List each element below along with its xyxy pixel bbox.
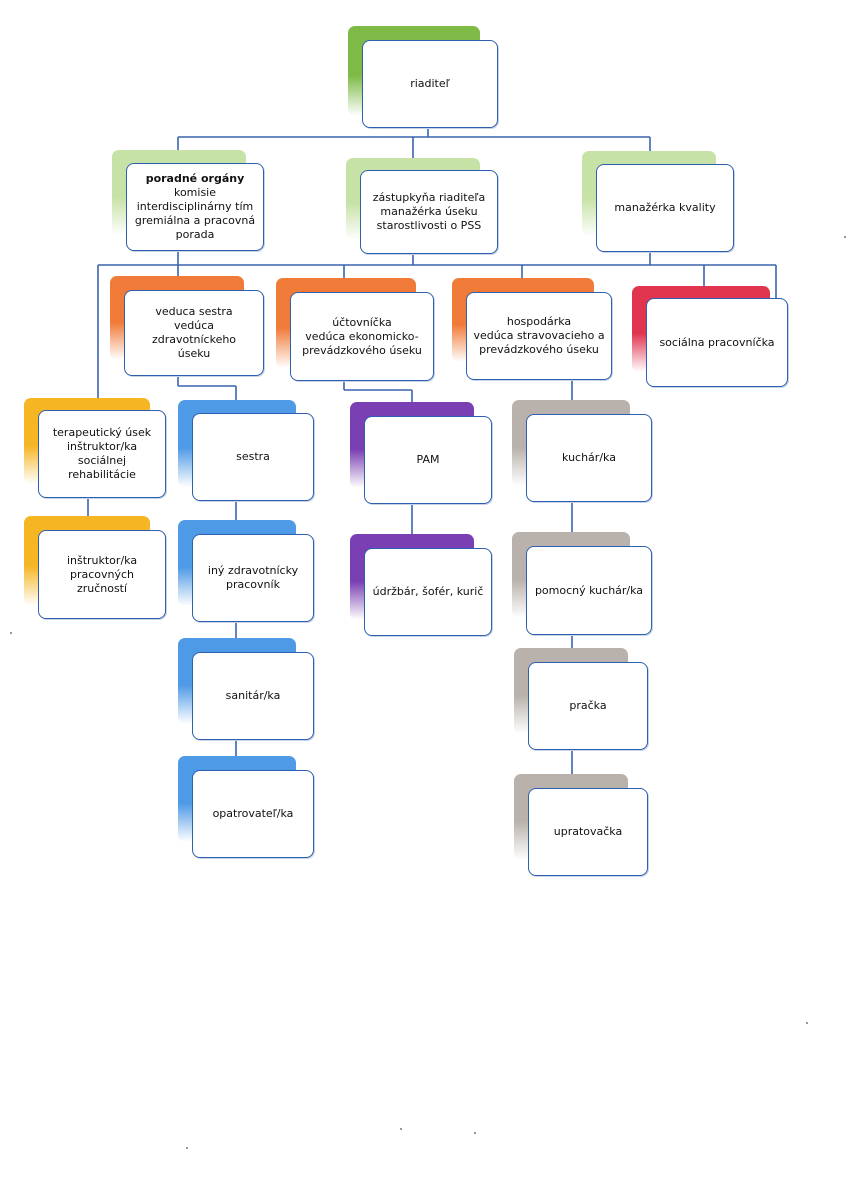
node-label: vedúca zdravotníckeho bbox=[151, 319, 237, 346]
node-label: rehabilitácie bbox=[68, 468, 136, 481]
scan-speck bbox=[10, 632, 12, 634]
node-label: inštruktor/ka bbox=[66, 553, 138, 567]
node-label: inštruktor/ka bbox=[66, 440, 138, 453]
node-label: sociálna pracovníčka bbox=[659, 335, 775, 349]
node-text: sociálna pracovníčka bbox=[653, 334, 780, 352]
node-label: pomocný kuchár/ka bbox=[534, 583, 644, 597]
node-label: terapeutický úsek bbox=[52, 426, 152, 439]
node-label: PAM bbox=[416, 453, 440, 466]
node-text: údržbár, šofér, kurič bbox=[367, 583, 490, 601]
node-label: vedúca ekonomicko- bbox=[305, 329, 419, 343]
node-box: sanitár/ka bbox=[192, 652, 314, 740]
node-label: kuchár/ka bbox=[562, 451, 616, 464]
node-box: sociálna pracovníčka bbox=[646, 298, 788, 387]
node-label: sanitár/ka bbox=[225, 689, 281, 702]
node-label: manažérka úseku bbox=[380, 205, 478, 218]
node-label: poradné orgány bbox=[145, 172, 245, 185]
node-label: upratovačka bbox=[553, 825, 623, 838]
node-label: starostlivosti o PSS bbox=[376, 219, 482, 232]
node-text: sanitár/ka bbox=[220, 687, 287, 705]
node-box: sestra bbox=[192, 413, 314, 501]
scan-speck bbox=[186, 1147, 188, 1149]
node-label: interdisciplinárny tím bbox=[136, 200, 254, 213]
node-box: kuchár/ka bbox=[526, 414, 652, 502]
node-label: zástupkyňa riaditeľa bbox=[372, 191, 486, 204]
node-label: údržbár, šofér, kurič bbox=[372, 585, 484, 598]
node-label: komisie bbox=[173, 186, 217, 199]
node-label: gremiálna a pracovná bbox=[134, 214, 256, 227]
node-label: prevádzkového úseku bbox=[479, 343, 599, 356]
node-label: pracovných zručností bbox=[69, 567, 135, 595]
node-text: pračka bbox=[563, 697, 612, 715]
node-label: riaditeľ bbox=[410, 77, 450, 90]
scan-speck bbox=[844, 236, 846, 238]
scan-speck bbox=[806, 1022, 808, 1024]
node-text: upratovačka bbox=[548, 823, 628, 841]
node-box: opatrovateľ/ka bbox=[192, 770, 314, 858]
node-text: PAM bbox=[411, 451, 446, 469]
node-box: manažérka kvality bbox=[596, 164, 734, 252]
node-label: hospodárka bbox=[506, 315, 572, 328]
node-label: účtovníčka bbox=[332, 315, 392, 329]
node-label: sestra bbox=[236, 450, 270, 463]
node-text: kuchár/ka bbox=[556, 449, 622, 467]
node-box: pračka bbox=[528, 662, 648, 750]
node-label: manažérka kvality bbox=[614, 201, 716, 214]
node-box: upratovačka bbox=[528, 788, 648, 876]
node-box: pomocný kuchár/ka bbox=[526, 546, 652, 635]
node-label: pracovník bbox=[226, 578, 280, 591]
node-text: riaditeľ bbox=[404, 75, 456, 93]
node-label: úseku bbox=[177, 347, 211, 360]
node-label: sociálnej bbox=[77, 454, 127, 467]
node-text: pomocný kuchár/ka bbox=[529, 582, 649, 600]
node-label: iný zdravotnícky bbox=[207, 564, 299, 577]
node-text: opatrovateľ/ka bbox=[207, 805, 300, 823]
node-box: údržbár, šofér, kurič bbox=[364, 548, 492, 636]
node-text: manažérka kvality bbox=[608, 199, 721, 217]
node-text: sestra bbox=[230, 448, 276, 466]
node-box: riaditeľ bbox=[362, 40, 498, 128]
node-box: PAM bbox=[364, 416, 492, 504]
node-label: vedúca stravovacieho a bbox=[473, 329, 605, 342]
node-label: porada bbox=[175, 228, 215, 241]
node-label: veduca sestra bbox=[155, 305, 233, 318]
scan-speck bbox=[474, 1132, 476, 1134]
scan-speck bbox=[400, 1128, 402, 1130]
node-label: pračka bbox=[569, 699, 607, 712]
node-label: opatrovateľ/ka bbox=[212, 807, 294, 820]
node-label: prevádzkového úseku bbox=[302, 343, 422, 357]
